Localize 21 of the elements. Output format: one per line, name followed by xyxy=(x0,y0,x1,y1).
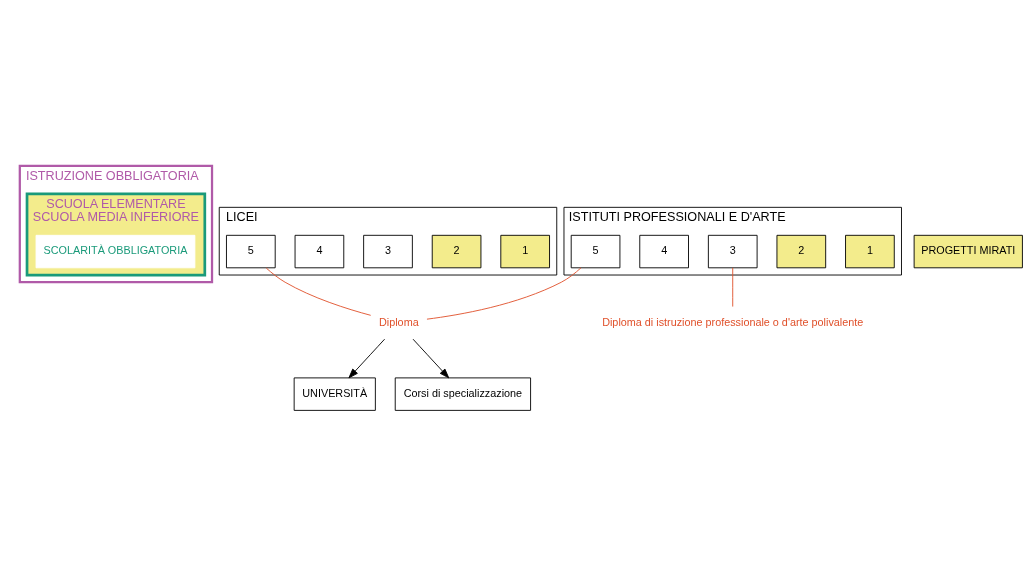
node-box: UNIVERSITÀ xyxy=(293,376,376,411)
node-text: Diploma di istruzione professionale o d'arte polivalente xyxy=(602,315,864,328)
connector xyxy=(732,266,734,307)
node-box: 2 xyxy=(431,234,482,268)
connector xyxy=(426,266,582,320)
node-box: 1 xyxy=(845,234,895,268)
connector xyxy=(265,267,372,316)
node-box: 4 xyxy=(639,234,689,268)
node-box: 5 xyxy=(570,234,621,268)
node-box: 1 xyxy=(500,234,550,268)
node-box: PROGETTI MIRATI xyxy=(913,234,1023,268)
node-box: SCOLARITÀ OBBLIGATORIA xyxy=(35,234,196,268)
node-box: 4 xyxy=(294,234,345,268)
node-box: 5 xyxy=(226,234,276,268)
node-box: Corsi di specializzazione xyxy=(394,376,532,411)
arrow xyxy=(412,338,450,378)
node-box: 3 xyxy=(707,234,758,268)
node-box: 3 xyxy=(363,234,413,268)
arrow xyxy=(348,338,386,378)
node-text: Diploma xyxy=(378,315,419,328)
node-box: 2 xyxy=(776,234,827,268)
